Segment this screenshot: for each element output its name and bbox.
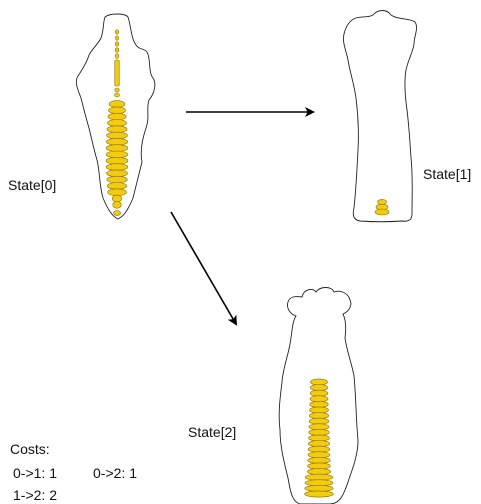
segment-state-0 xyxy=(109,101,125,108)
segment-state-0 xyxy=(106,145,128,152)
segment-state-2 xyxy=(308,457,331,463)
segment-state-0 xyxy=(115,42,119,46)
segment-state-1 xyxy=(378,199,387,204)
segment-state-0 xyxy=(115,60,119,86)
state-0-label: State[0] xyxy=(8,177,56,193)
segment-state-0 xyxy=(107,183,127,190)
segment-state-2 xyxy=(309,429,330,435)
segment-state-0 xyxy=(107,120,126,127)
segment-state-0 xyxy=(108,189,127,196)
segment-state-2 xyxy=(308,441,329,447)
segment-state-2 xyxy=(305,480,333,486)
arrow-state0-to-state2 xyxy=(171,212,236,324)
segment-state-1 xyxy=(375,209,389,215)
segment-state-0 xyxy=(107,176,128,183)
segment-state-0 xyxy=(115,30,118,34)
segment-state-0 xyxy=(106,157,128,164)
segment-state-0 xyxy=(106,164,128,171)
costs-title: Costs: xyxy=(10,441,50,457)
segment-column-state-1 xyxy=(375,199,389,215)
segment-state-0 xyxy=(112,195,122,202)
cost-entry-0-1: 0->1: 1 xyxy=(13,465,57,481)
segment-state-2 xyxy=(308,452,330,458)
segment-state-0 xyxy=(107,126,127,133)
segment-state-2 xyxy=(310,396,328,402)
cost-entry-1-2: 1->2: 2 xyxy=(13,487,57,503)
segment-state-0 xyxy=(113,201,122,208)
segment-state-0 xyxy=(108,113,126,120)
cost-entry-0-2: 0->2: 1 xyxy=(93,465,137,481)
segment-state-2 xyxy=(310,390,328,396)
segment-state-0 xyxy=(106,151,128,158)
segment-state-0 xyxy=(106,138,127,145)
segment-state-2 xyxy=(309,413,328,419)
segment-state-2 xyxy=(310,407,329,413)
segment-state-2 xyxy=(308,463,331,469)
segment-column-state-0 xyxy=(106,30,128,216)
segment-state-2 xyxy=(305,491,334,497)
segment-state-0 xyxy=(115,88,119,92)
segment-state-2 xyxy=(309,435,330,441)
segment-state-2 xyxy=(311,379,328,385)
segment-state-0 xyxy=(115,36,118,40)
segment-state-0 xyxy=(115,54,119,59)
segment-state-2 xyxy=(310,385,327,391)
segment-state-2 xyxy=(305,474,333,480)
segment-state-2 xyxy=(309,418,329,424)
segment-state-0 xyxy=(108,107,125,114)
segment-state-0 xyxy=(106,170,127,177)
segment-state-0 xyxy=(107,132,128,139)
segment-state-2 xyxy=(305,485,333,491)
segment-column-state-2 xyxy=(305,379,334,497)
segment-state-0 xyxy=(114,211,121,216)
segment-state-0 xyxy=(115,93,120,97)
segment-state-2 xyxy=(307,469,330,475)
segment-state-2 xyxy=(309,424,329,430)
segment-state-2 xyxy=(308,446,330,452)
segment-state-0 xyxy=(115,48,119,52)
state-1-label: State[1] xyxy=(423,166,471,182)
segment-state-2 xyxy=(310,401,329,407)
embryo-outline-state-1 xyxy=(343,11,416,222)
state-2-label: State[2] xyxy=(188,424,236,440)
